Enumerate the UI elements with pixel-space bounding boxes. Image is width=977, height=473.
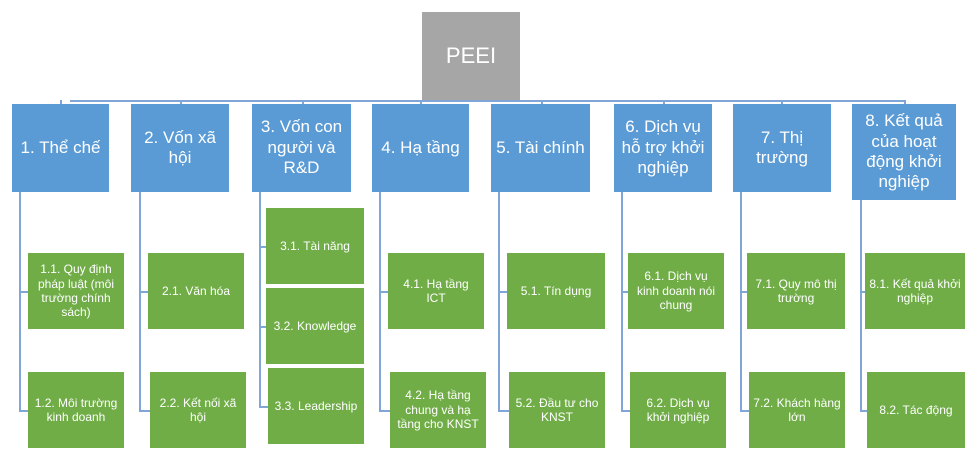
item-4-1: 4.1. Hạ tầng ICT — [388, 253, 484, 329]
category-7-market: 7. Thị trường — [733, 104, 831, 192]
stub-3-1 — [259, 246, 266, 248]
category-drop-6 — [663, 100, 665, 104]
item-1-2: 1.2. Môi trường kinh doanh — [28, 372, 124, 448]
stub-3-3 — [259, 406, 268, 408]
top-bus-line — [70, 100, 905, 102]
stub-5-2 — [498, 410, 509, 412]
category-3-human-capital: 3. Vốn con người và R&D — [252, 104, 351, 192]
stub-8-1 — [860, 291, 865, 293]
item-6-1: 6.1. Dịch vụ kinh doanh nói chung — [628, 253, 724, 329]
category-drop-2 — [180, 100, 182, 104]
item-4-2: 4.2. Hạ tầng chung và hạ tầng cho KNST — [390, 372, 486, 448]
branch-line-2 — [139, 192, 141, 411]
stub-1-1 — [19, 291, 28, 293]
category-drop-7 — [781, 100, 783, 104]
category-drop-3 — [302, 100, 304, 104]
branch-line-7 — [740, 192, 742, 411]
item-3-2: 3.2. Knowledge — [266, 288, 364, 364]
item-6-2: 6.2. Dịch vụ khởi nghiệp — [630, 372, 726, 448]
item-8-2: 8.2. Tác động — [867, 372, 965, 448]
category-5-finance: 5. Tài chính — [491, 104, 590, 192]
item-5-1: 5.1. Tín dụng — [507, 253, 605, 329]
item-8-1: 8.1. Kết quả khởi nghiệp — [865, 253, 965, 329]
category-4-infrastructure: 4. Hạ tầng — [372, 104, 469, 192]
stub-8-2 — [860, 410, 867, 412]
stub-6-1 — [621, 291, 628, 293]
stub-7-2 — [740, 410, 749, 412]
branch-line-3 — [259, 192, 261, 408]
stub-4-1 — [379, 291, 388, 293]
stub-3-2 — [259, 326, 266, 328]
item-3-1: 3.1. Tài năng — [266, 208, 364, 284]
category-6-startup-support: 6. Dịch vụ hỗ trợ khởi nghiệp — [614, 104, 712, 192]
category-1-institutions: 1. Thể chế — [12, 104, 109, 192]
category-8-startup-results: 8. Kết quả của hoạt động khởi nghiệp — [852, 104, 956, 200]
stub-2-1 — [139, 291, 148, 293]
item-3-3: 3.3. Leadership — [268, 368, 364, 444]
root-node: PEEI — [422, 12, 520, 100]
stub-5-1 — [498, 291, 507, 293]
branch-line-6 — [621, 192, 623, 411]
category-2-social-capital: 2. Vốn xã hội — [131, 104, 229, 192]
branch-line-8 — [860, 200, 862, 411]
category-drop-4 — [420, 100, 422, 104]
stub-6-2 — [621, 410, 630, 412]
item-7-2: 7.2. Khách hàng lớn — [749, 372, 845, 448]
branch-line-5 — [498, 192, 500, 411]
category-drop-8 — [904, 100, 906, 104]
branch-line-4 — [379, 192, 381, 411]
item-7-1: 7.1. Quy mô thị trường — [747, 253, 845, 329]
item-5-2: 5.2. Đầu tư cho KNST — [509, 372, 605, 448]
item-2-2: 2.2. Kết nối xã hội — [150, 372, 246, 448]
item-2-1: 2.1. Văn hóa — [148, 253, 244, 329]
branch-line-1 — [19, 192, 21, 411]
category-drop-1 — [60, 100, 62, 104]
stub-1-2 — [19, 410, 28, 412]
stub-4-2 — [379, 410, 390, 412]
stub-2-2 — [139, 410, 150, 412]
stub-7-1 — [740, 291, 747, 293]
item-1-1: 1.1. Quy định pháp luật (môi trường chín… — [28, 253, 124, 329]
category-drop-5 — [541, 100, 543, 104]
